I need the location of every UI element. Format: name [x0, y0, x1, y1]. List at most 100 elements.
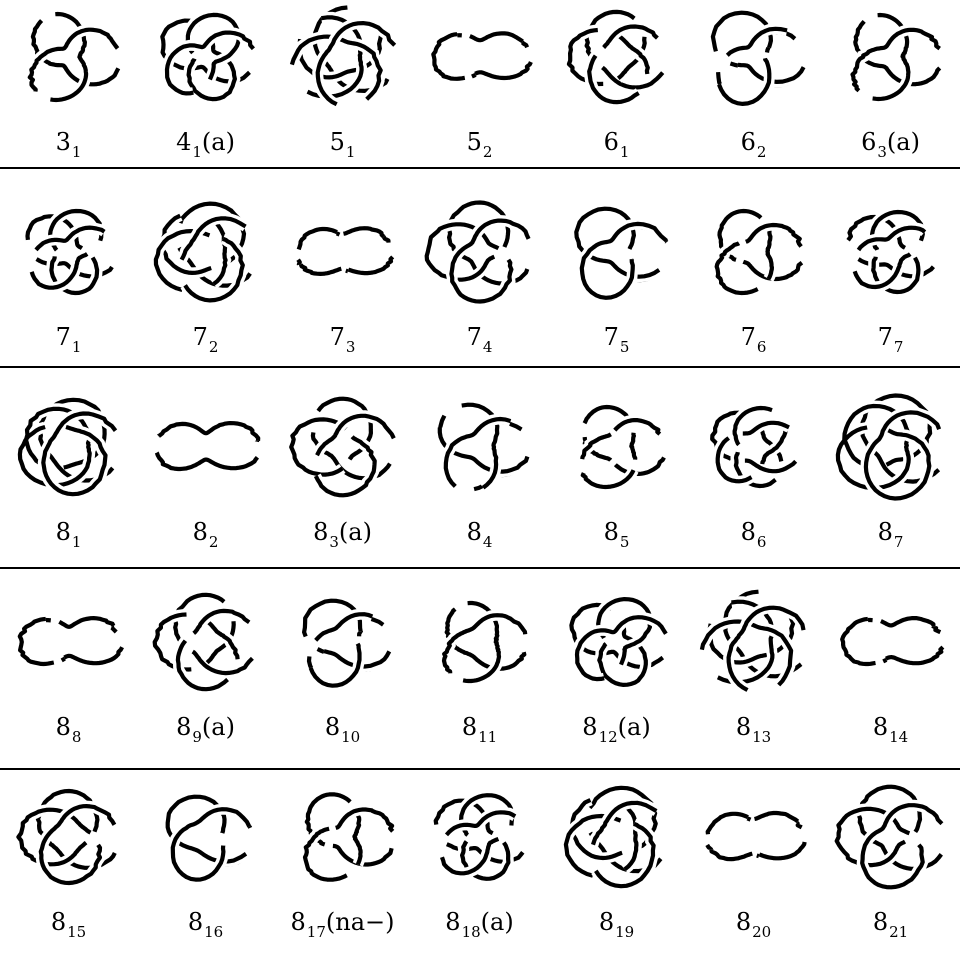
- knot-label: 63(a): [822, 128, 959, 159]
- knot-8-17-diagram: [292, 786, 394, 888]
- knot-8-11-diagram-svg: [429, 591, 531, 693]
- knot-crossing-number: 5: [467, 128, 482, 156]
- knot-crossing-number: 8: [56, 518, 71, 546]
- knot-label: 77: [822, 323, 959, 354]
- knot-index: 9: [192, 728, 202, 746]
- knot-index: 7: [894, 338, 904, 356]
- knot-index: 6: [757, 533, 767, 551]
- knot-crossing-number: 8: [291, 908, 306, 936]
- knot-label: 814: [822, 713, 959, 744]
- row-divider: [0, 366, 960, 368]
- knot-7-5-diagram: [566, 201, 668, 303]
- knot-crossing-number: 8: [873, 908, 888, 936]
- knot-crossing-number: 8: [582, 713, 597, 741]
- knot-8-14-diagram-svg: [840, 591, 942, 693]
- knot-crossing-number: 7: [604, 323, 619, 351]
- knot-7-7-diagram-svg: [840, 201, 942, 303]
- knot-8-8-diagram-svg: [18, 591, 120, 693]
- knot-8-16-diagram: [155, 786, 257, 888]
- row-divider: [0, 768, 960, 770]
- knot-crossing-number: 7: [878, 323, 893, 351]
- knot-8-13-diagram: [703, 591, 805, 693]
- knot-8-21-diagram: [840, 786, 942, 888]
- knot-label: 819: [548, 908, 685, 939]
- knot-index: 1: [72, 143, 82, 161]
- knot-8-4-diagram: [429, 396, 531, 498]
- knot-index: 11: [478, 728, 497, 746]
- row-divider: [0, 567, 960, 569]
- knot-label: 82: [137, 518, 274, 549]
- knot-label: 41(a): [137, 128, 274, 159]
- knot-8-6-diagram: [703, 396, 805, 498]
- knot-index: 15: [67, 923, 86, 941]
- knot-crossing-number: 8: [313, 518, 328, 546]
- knot-index: 3: [329, 533, 339, 551]
- knot-7-5-diagram-svg: [566, 201, 668, 303]
- knot-index: 21: [889, 923, 908, 941]
- knot-label: 71: [0, 323, 137, 354]
- knot-8-16-diagram-svg: [155, 786, 257, 888]
- knot-index: 17: [307, 923, 326, 941]
- knot-8-7-diagram: [840, 396, 942, 498]
- knot-suffix: (a): [339, 518, 372, 546]
- knot-suffix: (a): [202, 128, 235, 156]
- knot-6-3-diagram: [840, 6, 942, 108]
- knot-index: 19: [615, 923, 634, 941]
- knot-crossing-number: 5: [330, 128, 345, 156]
- knot-7-1-diagram: [18, 201, 120, 303]
- knot-7-7-diagram: [840, 201, 942, 303]
- knot-8-14-diagram: [840, 591, 942, 693]
- knot-4-1-diagram-svg: [155, 6, 257, 108]
- knot-8-21-diagram-svg: [840, 786, 942, 888]
- knot-crossing-number: 8: [51, 908, 66, 936]
- knot-crossing-number: 8: [193, 518, 208, 546]
- knot-label: 810: [274, 713, 411, 744]
- knot-4-1-diagram: [155, 6, 257, 108]
- knot-index: 5: [620, 338, 630, 356]
- knot-crossing-number: 8: [462, 713, 477, 741]
- knot-8-10-diagram-svg: [292, 591, 394, 693]
- knot-label: 812(a): [548, 713, 685, 744]
- knot-index: 3: [877, 143, 887, 161]
- knot-8-9-diagram: [155, 591, 257, 693]
- knot-index: 1: [346, 143, 356, 161]
- knot-8-11-diagram: [429, 591, 531, 693]
- knot-index: 1: [72, 338, 82, 356]
- knot-label: 74: [411, 323, 548, 354]
- knot-index: 12: [599, 728, 618, 746]
- knot-6-1-diagram: [566, 6, 668, 108]
- knot-7-6-diagram: [703, 201, 805, 303]
- knot-7-2-diagram-svg: [155, 201, 257, 303]
- knot-8-5-diagram-svg: [566, 396, 668, 498]
- knot-crossing-number: 8: [599, 908, 614, 936]
- knot-crossing-number: 6: [861, 128, 876, 156]
- knot-5-2-diagram: [429, 6, 531, 108]
- knot-index: 3: [346, 338, 356, 356]
- knot-label: 89(a): [137, 713, 274, 744]
- knot-crossing-number: 6: [741, 128, 756, 156]
- knot-7-4-diagram-svg: [429, 201, 531, 303]
- knot-8-20-diagram: [703, 786, 805, 888]
- knot-8-7-diagram-svg: [840, 396, 942, 498]
- knot-8-4-diagram-svg: [429, 396, 531, 498]
- knot-crossing-number: 7: [193, 323, 208, 351]
- knot-8-20-diagram-svg: [703, 786, 805, 888]
- knot-8-15-diagram: [18, 786, 120, 888]
- knot-index: 6: [757, 338, 767, 356]
- knot-crossing-number: 8: [736, 908, 751, 936]
- knot-5-1-diagram-svg: [292, 6, 394, 108]
- knot-7-3-diagram-svg: [292, 201, 394, 303]
- knot-crossing-number: 8: [873, 713, 888, 741]
- knot-6-3-diagram-svg: [840, 6, 942, 108]
- knot-7-6-diagram-svg: [703, 201, 805, 303]
- knot-8-19-diagram-svg: [566, 786, 668, 888]
- knot-crossing-number: 6: [604, 128, 619, 156]
- knot-8-8-diagram: [18, 591, 120, 693]
- knot-index: 2: [209, 338, 219, 356]
- knot-label: 52: [411, 128, 548, 159]
- knot-index: 4: [483, 533, 493, 551]
- knot-label: 76: [685, 323, 822, 354]
- knot-index: 7: [894, 533, 904, 551]
- knot-7-1-diagram-svg: [18, 201, 120, 303]
- knot-index: 20: [752, 923, 771, 941]
